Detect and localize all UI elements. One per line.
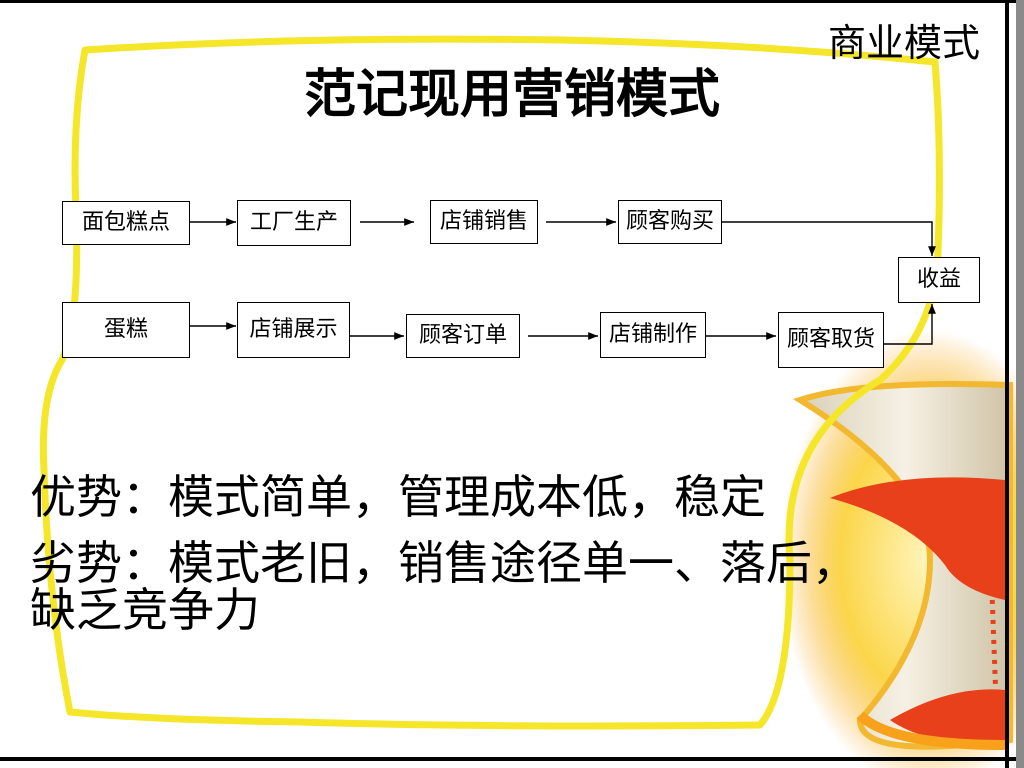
disadvantages-text-line2: 缺乏竞争力 — [30, 583, 260, 637]
flow-node-store-display: 店铺展示 — [237, 302, 350, 358]
arrow-row1-to-result — [720, 221, 936, 256]
disadvantages-text-line1: 劣势：模式老旧，销售途径单一、落后， — [30, 536, 858, 590]
flow-node-customer-order: 顾客订单 — [406, 314, 520, 358]
flow-node-customer-purchase: 顾客购买 — [618, 200, 722, 244]
page-title: 范记现用营销模式 — [303, 64, 720, 125]
arrow-row2-to-result — [884, 304, 936, 345]
corner-label: 商业模式 — [828, 21, 981, 65]
flow-node-revenue: 收益 — [898, 257, 980, 303]
advantages-text: 优势：模式简单，管理成本低，稳定 — [30, 470, 766, 524]
flow-node-pastry: 面包糕点 — [62, 201, 190, 245]
hourglass-icon — [780, 330, 1024, 768]
flow-node-cake: 蛋糕 — [62, 302, 190, 358]
flow-node-factory-production: 工厂生产 — [237, 200, 351, 246]
yellow-frame — [39, 35, 943, 730]
flow-node-customer-pickup: 顾客取货 — [778, 312, 884, 368]
flow-node-store-sales: 店铺销售 — [430, 200, 538, 244]
flow-node-store-production: 店铺制作 — [600, 312, 706, 358]
